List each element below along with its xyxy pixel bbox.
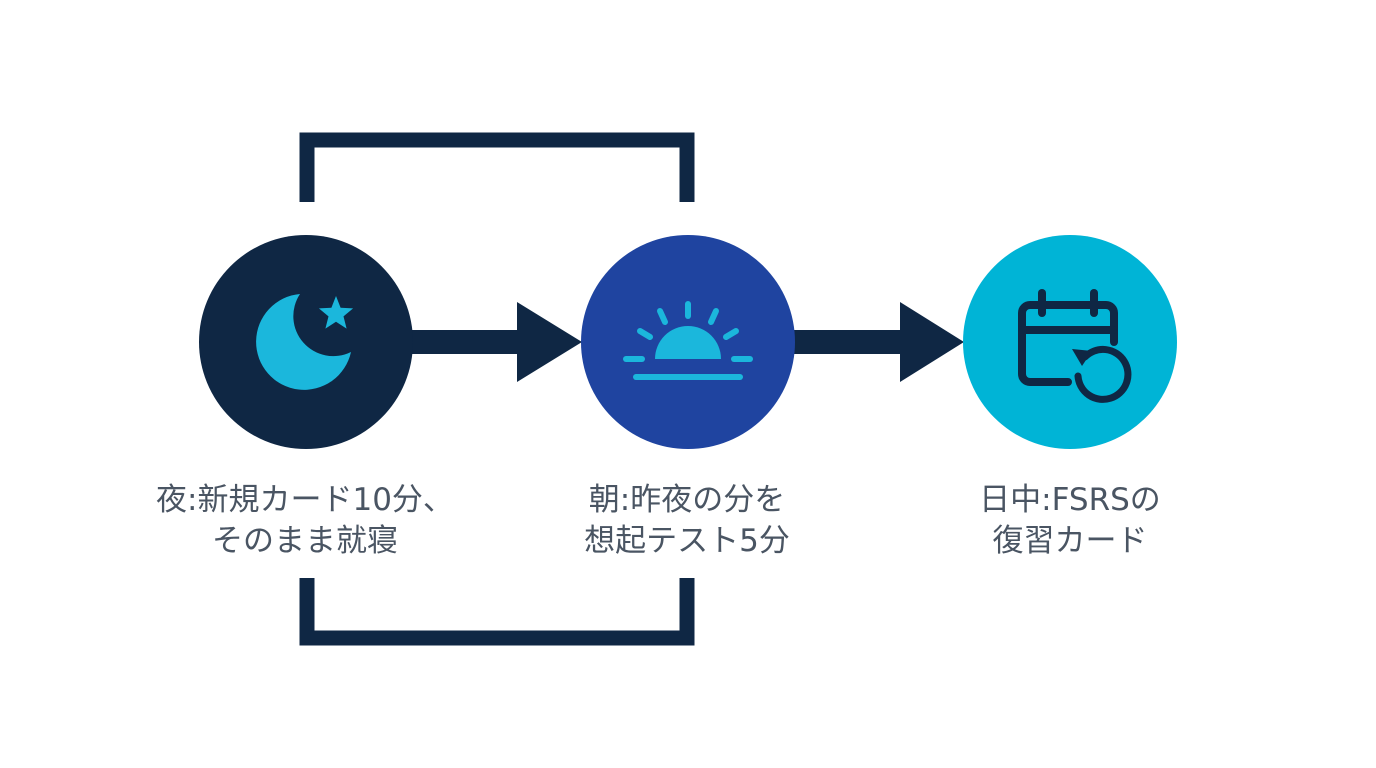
step-label-line: 朝:昨夜の分を [588,482,786,518]
sunrise-icon [623,301,753,380]
calendar-refresh-icon [1018,289,1132,403]
step-label-line: 想起テスト5分 [584,523,790,559]
step-label-line: 夜:新規カード10分、 [156,482,454,518]
moon-star-icon [256,294,354,390]
step-label-line: 復習カード [992,523,1148,559]
night-circle [199,235,413,449]
day-circle [963,235,1177,449]
step-label-morning: 朝:昨夜の分を 想起テスト5分 [507,480,867,562]
top-bracket [299,132,695,202]
step-label-day: 日中:FSRSの 復習カード [890,480,1250,562]
step-label-night: 夜:新規カード10分、 そのまま就寝 [125,480,485,562]
arrow-night-to-morning [405,302,582,382]
step-label-line: そのまま就寝 [212,523,398,559]
bottom-bracket [299,578,695,646]
arrow-morning-to-day [788,302,964,382]
step-label-line: 日中:FSRSの [979,482,1161,518]
